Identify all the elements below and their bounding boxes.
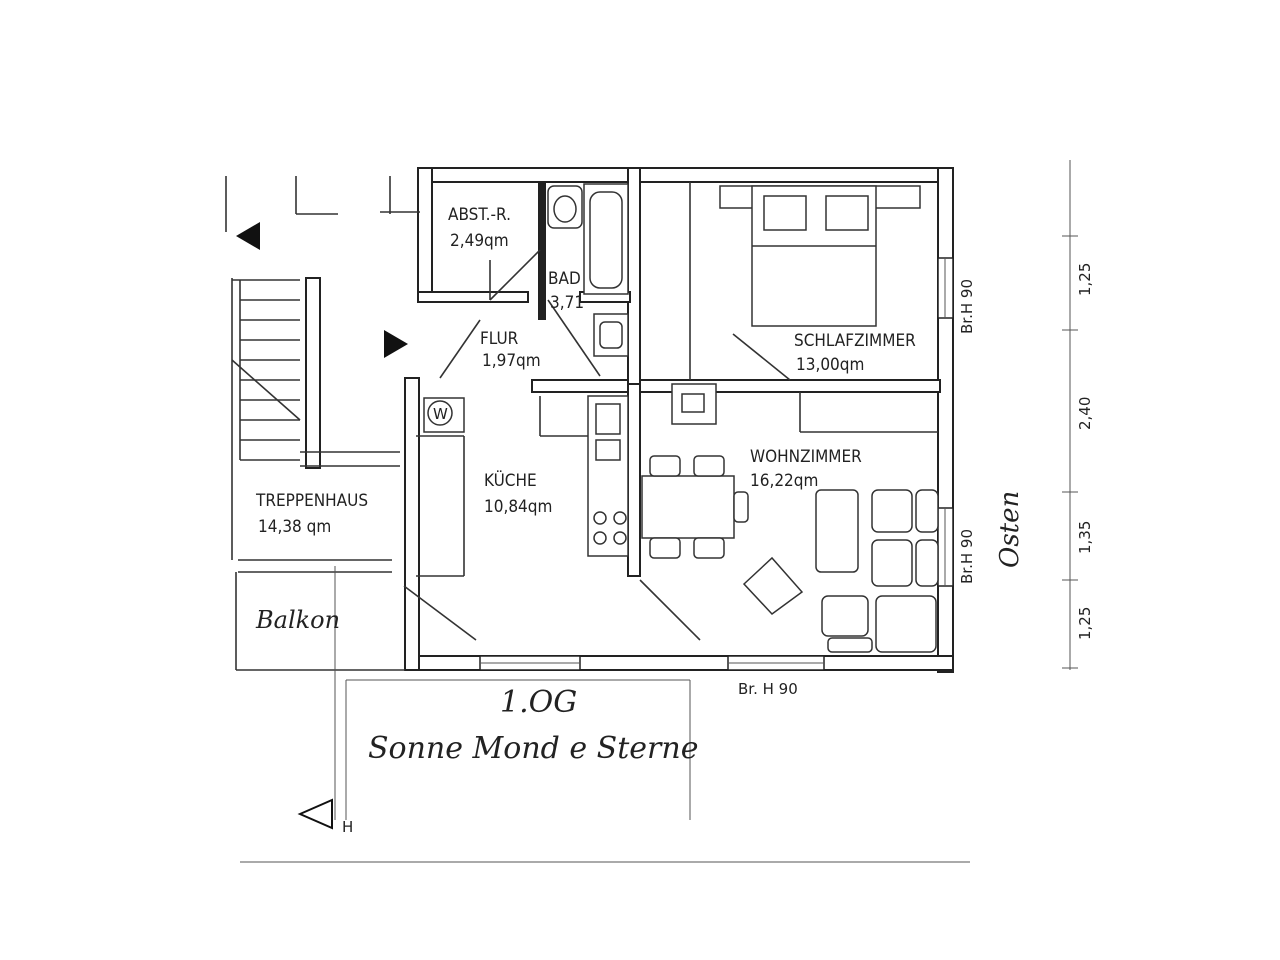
- floor-caption: 1.OG: [500, 685, 577, 720]
- dining-set: [641, 455, 749, 559]
- wohnzimmer-area: 16,22qm: [750, 471, 818, 491]
- dimension-3: 1,35: [1076, 521, 1094, 554]
- treppenhaus-area: 14,38 qm: [258, 517, 331, 537]
- section-marker-letter: H: [342, 818, 353, 836]
- chimney: [671, 383, 717, 425]
- balcony-outline: [235, 566, 405, 820]
- window-label-wohnzimmer: Br.H 90: [958, 529, 976, 584]
- sofa-set: [742, 392, 939, 653]
- orientation-label: Osten: [995, 491, 1025, 568]
- schlafzimmer-name: SCHLAFZIMMER: [794, 331, 916, 351]
- schlafzimmer-area: 13,00qm: [796, 355, 864, 375]
- kitchen-fixtures: W: [416, 395, 629, 577]
- wohnzimmer-name: WOHNZIMMER: [750, 447, 862, 467]
- window-label-schlafzimmer: Br.H 90: [958, 279, 976, 334]
- bed: [719, 185, 921, 327]
- dimension-2: 2,40: [1076, 397, 1094, 430]
- flur-area: 1,97qm: [482, 351, 541, 371]
- caption-box: 1.OG Sonne Mond e Sterne: [345, 679, 698, 820]
- title-caption: Sonne Mond e Sterne: [368, 731, 698, 766]
- treppenhaus-name: TREPPENHAUS: [255, 491, 368, 511]
- kueche-area: 10,84qm: [484, 497, 552, 517]
- bath-fixtures: [547, 183, 629, 357]
- abst-room-area: 2,49qm: [450, 231, 509, 251]
- room-labels: ABST.-R. 2,49qm BAD 3,71 FLUR 1,97qm SCH…: [255, 205, 916, 634]
- right-arrow-icon: [384, 330, 408, 358]
- staircase: [225, 176, 420, 573]
- bad-name: BAD: [548, 269, 581, 289]
- windows: [479, 257, 954, 671]
- balkon-label: Balkon: [255, 606, 340, 634]
- dimension-1: 1,25: [1076, 263, 1094, 296]
- inner-walls: [417, 167, 941, 577]
- section-marker: H: [297, 798, 353, 836]
- window-label-bottom: Br. H 90: [738, 680, 798, 698]
- bad-area: 3,71: [550, 293, 584, 313]
- dimension-line: 1,25 2,40 1,35 1,25: [1062, 160, 1094, 670]
- dimension-4: 1,25: [1076, 607, 1094, 640]
- left-arrow-icon: [236, 222, 260, 250]
- kueche-name: KÜCHE: [484, 469, 537, 491]
- flur-name: FLUR: [480, 329, 519, 349]
- doors: [403, 182, 791, 641]
- washer-symbol: W: [433, 405, 448, 423]
- abst-room-name: ABST.-R.: [448, 205, 511, 225]
